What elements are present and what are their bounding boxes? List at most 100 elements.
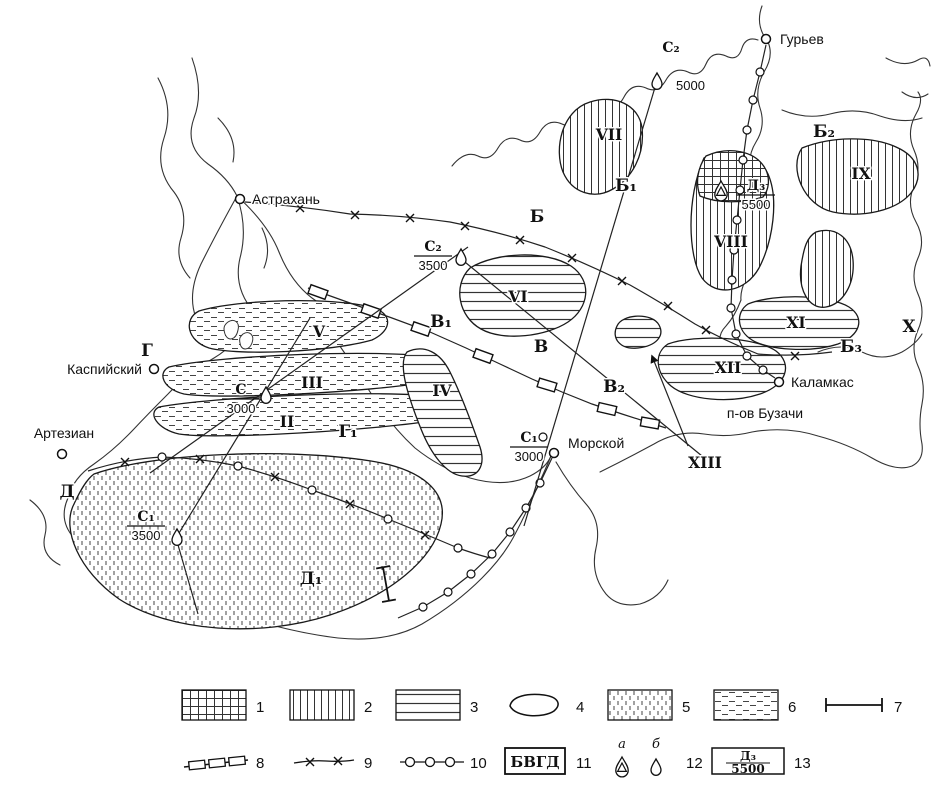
zone-label-v2: В₂ bbox=[603, 377, 625, 397]
zone-label-v1: В₁ bbox=[430, 312, 452, 332]
well-depth-box-name: Д₃ bbox=[740, 749, 756, 763]
region-small-dome bbox=[614, 315, 662, 349]
drop-symbol-icon bbox=[455, 248, 467, 266]
chain-circle bbox=[443, 587, 453, 597]
well-depth: 5000 bbox=[676, 78, 705, 93]
region-east-strip bbox=[799, 229, 854, 308]
city-marker-morskoy bbox=[548, 447, 560, 459]
chain-circle bbox=[453, 543, 463, 553]
legend-num-6: 6 bbox=[788, 699, 796, 716]
drop-symbol-icon bbox=[651, 72, 663, 90]
well-depth: 3500 bbox=[419, 258, 448, 273]
region-VII bbox=[558, 98, 644, 195]
thrust-rect-icon bbox=[536, 377, 558, 393]
vertical-dash-swatch bbox=[607, 689, 673, 721]
cities: Гурьев Астрахань Каспийский Артезиан Мор… bbox=[32, 30, 855, 460]
section-bar-swatch-icon bbox=[825, 698, 883, 712]
drop-symbol-icon bbox=[650, 758, 662, 776]
roman-V: V bbox=[312, 322, 326, 341]
delta-lake bbox=[223, 319, 239, 340]
legend-swatch-4 bbox=[509, 693, 559, 717]
city-label-morskoy: Морской bbox=[568, 435, 624, 451]
chain-circle bbox=[727, 275, 737, 285]
roman-IX: IX bbox=[851, 164, 871, 183]
chain-circle bbox=[424, 756, 436, 768]
city-marker-guryev bbox=[760, 33, 772, 45]
zone-label-d1: Д₁ bbox=[300, 569, 323, 589]
legend-swatch-1 bbox=[181, 689, 247, 721]
well-depth-box bbox=[711, 747, 785, 775]
zone-label-g1: Г₁ bbox=[338, 422, 357, 442]
well-depth: 3000 bbox=[227, 401, 256, 416]
pointer-arrow bbox=[650, 354, 689, 447]
chain-circle bbox=[738, 155, 748, 165]
letters-box-label: БВГД bbox=[510, 753, 559, 771]
zone-label-x: Х bbox=[902, 317, 916, 337]
chain-circle bbox=[731, 329, 741, 339]
well-name: С₂ bbox=[662, 40, 679, 56]
horizontal-dash-swatch bbox=[713, 689, 779, 721]
roman-VI: VI bbox=[507, 287, 527, 306]
city-label-guryev: Гурьев bbox=[780, 31, 824, 47]
chain-circle bbox=[755, 67, 765, 77]
wells: С₂ 5000 С₂ 3500 С 3000 С₁ 3000 С₁ 3500 Д… bbox=[127, 39, 775, 546]
geo-label-buzachi: п-ов Бузачи bbox=[727, 405, 803, 421]
grid-pattern-swatch bbox=[181, 689, 247, 721]
profile-line-B1 bbox=[523, 83, 657, 527]
legend-num-1: 1 bbox=[256, 699, 264, 716]
x-mark-icon bbox=[701, 325, 711, 335]
zone-label-b: Б bbox=[530, 207, 545, 227]
coastline-segment bbox=[63, 311, 255, 539]
roman-VII: VII bbox=[595, 125, 623, 144]
city-marker-astrakhan bbox=[234, 193, 246, 205]
well-name: С₂ bbox=[424, 239, 441, 255]
horizontal-lines-swatch bbox=[395, 689, 461, 721]
coastline-segment bbox=[901, 91, 929, 99]
region-band-V bbox=[188, 299, 389, 353]
x-mark-icon bbox=[305, 757, 315, 767]
thrust-rect-icon bbox=[187, 759, 207, 771]
chain-circle bbox=[742, 351, 752, 361]
legend-num-4: 4 bbox=[576, 699, 584, 716]
well-depth: 5500 bbox=[742, 197, 771, 212]
coastline-segment bbox=[781, 109, 923, 122]
x-mark-icon bbox=[617, 276, 627, 286]
chain-circle bbox=[538, 432, 548, 442]
thrust-rect-icon bbox=[472, 347, 494, 365]
roman-II: II bbox=[280, 412, 295, 431]
letters-box bbox=[504, 747, 566, 775]
zone-label-b3: Б₃ bbox=[840, 337, 862, 357]
chain-circle bbox=[404, 756, 416, 768]
chain-circle bbox=[418, 602, 428, 612]
legend-num-9: 9 bbox=[364, 755, 372, 772]
coastline-segment bbox=[217, 117, 235, 163]
chain-circle bbox=[726, 303, 736, 313]
roman-VIII: VIII bbox=[713, 232, 748, 251]
delta-lake bbox=[239, 332, 254, 350]
zone-label-b2: Б₂ bbox=[813, 122, 835, 142]
zone-letters: Б Б₁ Б₂ Б₃ В В₁ В₂ Г Г₁ Д Д₁ Х bbox=[58, 121, 918, 591]
chain-circle bbox=[233, 461, 243, 471]
city-marker-artezian bbox=[56, 448, 68, 460]
blob-outline-swatch bbox=[509, 693, 559, 717]
chain-circle bbox=[487, 549, 497, 559]
legend-swatch-5 bbox=[607, 689, 673, 721]
chain-circle bbox=[748, 95, 758, 105]
legend-num-3: 3 bbox=[470, 699, 478, 716]
chain-circle bbox=[505, 527, 515, 537]
roman-III: III bbox=[301, 373, 323, 392]
coastline-segment bbox=[885, 57, 931, 67]
thrust-rect-icon bbox=[410, 321, 432, 337]
roman-numerals: VII VIII IX VI V XI III IV XII II XIII bbox=[278, 124, 873, 474]
legend-num-11: 11 bbox=[576, 755, 592, 772]
roman-XIII: XIII bbox=[688, 453, 722, 472]
symbol-b-label: б bbox=[652, 737, 660, 752]
city-label-astrakhan: Астрахань bbox=[252, 191, 320, 207]
chain-circle bbox=[383, 514, 393, 524]
legend-swatch-10 bbox=[400, 756, 464, 768]
x-mark-icon bbox=[350, 210, 360, 220]
legend: 1 2 3 4 5 6 7 8 bbox=[181, 689, 902, 778]
chain-circle bbox=[732, 215, 742, 225]
city-marker-kalamkas bbox=[773, 376, 785, 388]
